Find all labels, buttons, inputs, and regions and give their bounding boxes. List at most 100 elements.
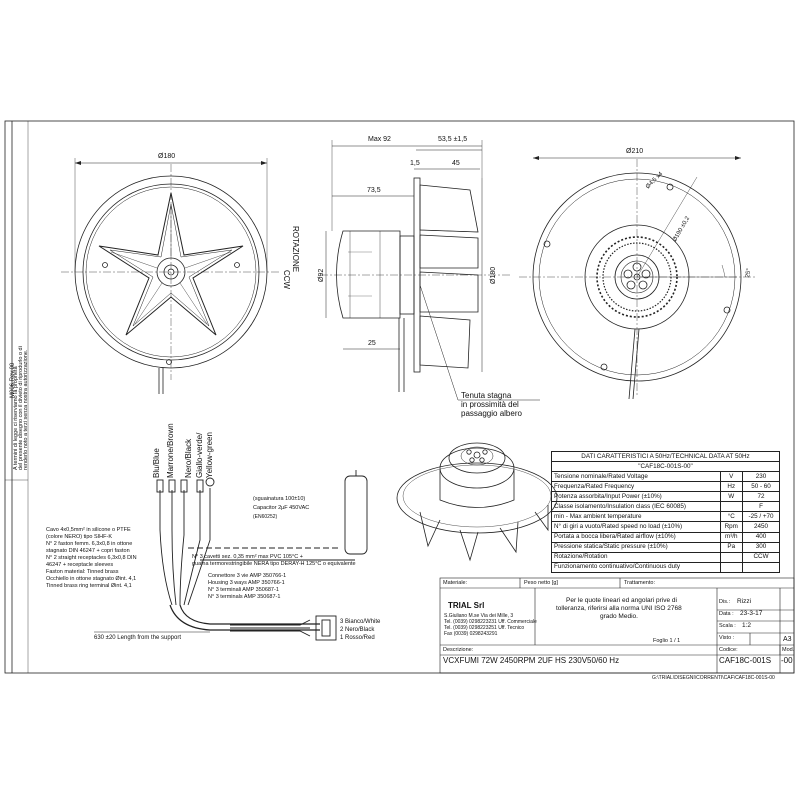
param-value xyxy=(742,561,780,573)
wire-label-yellow-green-2: Yellow-green xyxy=(205,432,214,478)
company-logo-name: TRIAL Srl xyxy=(448,601,485,610)
dim-max-length: Max 92 xyxy=(368,136,391,143)
param-unit xyxy=(719,551,744,563)
sheet-number: Foglio 1 / 1 xyxy=(653,638,681,644)
cable-note-line: (colore NERO) tipo SIHF-K xyxy=(46,534,113,540)
param-label: Pressione statica/Static pressure (±10%) xyxy=(551,541,721,553)
pin-1: 1 Rosso/Red xyxy=(340,635,375,641)
table-row: Pressione statica/Static pressure (±10%)… xyxy=(551,541,780,553)
param-label: min - Max ambient temperature xyxy=(551,511,721,523)
param-unit xyxy=(719,501,744,513)
param-value: 230 xyxy=(742,470,780,483)
date-value: 23-3-17 xyxy=(740,610,763,617)
cable-note-line: 46247 + receptacle sleeves xyxy=(46,562,114,568)
tolerance-note-1: Per le quote lineari ed angolari prive d… xyxy=(566,597,677,604)
scale-label: Scala : xyxy=(719,623,736,629)
table-row: N° di giri a vuoto/Rated speed no load (… xyxy=(551,521,780,533)
param-value: 50 - 60 xyxy=(742,481,780,493)
param-unit: °C xyxy=(719,511,744,523)
rotation-label: ROTAZIONE xyxy=(291,226,300,273)
wire-label-blue: Blu/Blue xyxy=(152,448,161,478)
cable-note-line: stagnato DIN 46247 + copri faston xyxy=(46,548,130,554)
dim-side-diameter: Ø180 xyxy=(490,266,497,284)
param-value: CCW xyxy=(742,551,780,563)
rights-line-3: renderlo noto a terzi senza nostra autor… xyxy=(23,349,29,470)
connector-note-2: Housing 3 ways AMP 350766-1 xyxy=(208,580,285,586)
wiring-diagram xyxy=(94,470,368,641)
tech-table-header: DATI CARATTERISTICI A 50Hz/TECHNICAL DAT… xyxy=(551,451,780,462)
connector-note-3: N° 3 terminali AMP 350687-1 xyxy=(208,587,279,593)
table-row: Classe isolamento/Insulation class (IEC … xyxy=(551,501,780,513)
weight-label: Peso netto [g] xyxy=(524,580,558,586)
wire-label-yellow-green-1: Giallo-verde/ xyxy=(195,432,204,478)
cable-note-line: Occhiello in ottone stagnato Øint. 4,1 xyxy=(46,576,137,582)
param-label: Classe isolamento/Insulation class (IEC … xyxy=(551,501,721,513)
param-value: 72 xyxy=(742,491,780,503)
wire-label-brown: Marrone/Brown xyxy=(166,423,175,478)
cable-note-line: N° 2 straight receptacles 6,3x0,8 DIN xyxy=(46,555,137,561)
param-label: Portata a bocca libera/Rated airflow (±1… xyxy=(551,531,721,543)
approved-label: Visto : xyxy=(719,635,735,641)
dim-motor-diameter: Ø92 xyxy=(318,268,325,282)
dim-1-5: 1,5 xyxy=(410,160,420,167)
param-unit: m³/h xyxy=(719,531,744,543)
date-label: Data : xyxy=(719,611,734,617)
tolerance-note-3: grado Medio. xyxy=(600,613,638,620)
param-label: Potenza assorbita/Input Power (±10%) xyxy=(551,491,721,503)
param-unit xyxy=(719,561,744,573)
cable-note-line: Faston material: Tinned brass xyxy=(46,569,119,575)
param-value: 400 xyxy=(742,531,780,543)
param-value: 300 xyxy=(742,541,780,553)
table-row: Rotazione/Rotation CCW xyxy=(551,551,780,563)
side-view xyxy=(320,140,540,401)
seal-note-3: passaggio albero xyxy=(461,409,522,418)
dim-rear-diameter: Ø210 xyxy=(626,148,644,155)
company-phone: Tel. (0039) 0298223251 Uff. Tecnico xyxy=(444,625,525,631)
treatment-label: Trattamento: xyxy=(624,580,655,586)
dim-front-diameter: Ø180 xyxy=(158,153,176,160)
seal-note-2: in prossimità del xyxy=(461,400,519,409)
param-unit: W xyxy=(719,491,744,503)
cable-note-line: Tinned brass ring terminal Øint. 4,1 xyxy=(46,583,132,589)
description-label: Descrizione: xyxy=(443,647,474,653)
capacitor-spec: Capacitor 2µF 450VAC xyxy=(253,505,310,511)
param-value: -25 / +70 xyxy=(742,511,780,523)
param-label: Funzionamento continuativo/Continuous du… xyxy=(551,561,721,573)
title-block xyxy=(439,577,795,674)
designer-value: Rizzi xyxy=(737,598,752,605)
designer-label: Dis.: xyxy=(719,599,730,605)
table-row: Portata a bocca libera/Rated airflow (±1… xyxy=(551,531,780,543)
cable-note-line: N° 2 faston femm. 6,3x0,8 in ottone xyxy=(46,541,133,547)
revision-label: Mod. xyxy=(782,647,795,653)
wire-note-2: guaina termorestringibile NERA tipo DERA… xyxy=(192,561,356,567)
wire-label-black: Nero/Black xyxy=(184,438,193,478)
pin-3: 3 Bianco/White xyxy=(340,619,381,625)
tolerance-note-2: tolleranza, riferirsi alla norma UNI ISO… xyxy=(556,605,682,612)
cable-note-line: Cavo 4x0,5mm² in silicone o PTFE xyxy=(46,527,131,533)
dim-73-5: 73,5 xyxy=(367,187,381,194)
company-phone: Fax (0039) 0298243291 xyxy=(444,631,498,637)
scale-value: 1:2 xyxy=(742,622,752,629)
param-label: Frequenza/Rated Frequency xyxy=(551,481,721,493)
material-label: Materiale: xyxy=(443,580,468,586)
dim-45: 45 xyxy=(452,160,460,167)
tech-table-code: "CAF18C-001S-00" xyxy=(551,461,780,472)
connector-note-1: Connettore 3 vie AMP 350766-1 xyxy=(208,573,287,579)
seal-note-1: Tenuta stagna xyxy=(461,391,512,400)
wire-note-1: N° 3 cavetti sez. 0,35 mm² max PVC 105°C… xyxy=(192,554,303,560)
pin-2: 2 Nero/Black xyxy=(340,627,375,633)
table-row: min - Max ambient temperature°C-25 / +70 xyxy=(551,511,780,523)
param-label: Rotazione/Rotation xyxy=(551,551,721,563)
capacitor-sheath: (sguainatura 100±10) xyxy=(253,496,306,502)
code-label: Codice: xyxy=(719,647,738,653)
dim-offset: 53,5 ±1,5 xyxy=(438,136,468,143)
description-value: VCXFUMI 72W 2450RPM 2UF HS 230V50/60 Hz xyxy=(443,656,620,665)
rotation-direction: CCW xyxy=(282,270,291,290)
param-value: F xyxy=(742,501,780,513)
file-path: G:\TRIAL\DISEGNI\CORRENTI\CAF\CAF18C-001… xyxy=(652,675,775,681)
param-label: Tensione nominale/Rated Voltage xyxy=(551,470,721,483)
front-view xyxy=(61,164,281,394)
